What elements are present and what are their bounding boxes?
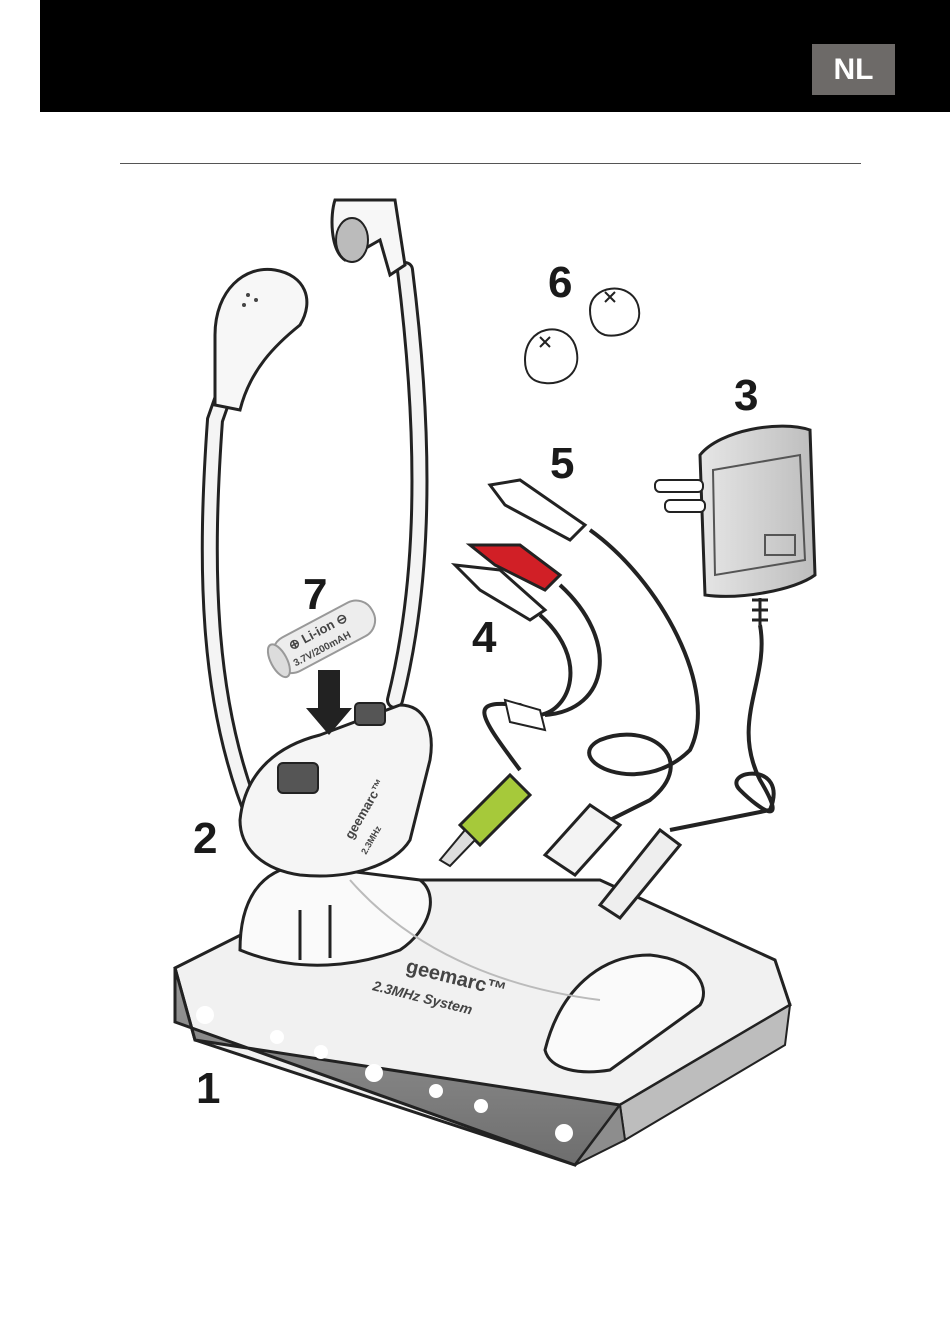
optical-cable [490, 480, 698, 875]
callout-1: 1 [196, 1064, 220, 1113]
base-station: geemarc™ 2.3MHz System [175, 865, 790, 1165]
callout-4: 4 [472, 613, 497, 662]
spare-ear-tips [525, 289, 639, 384]
callout-2: 2 [193, 814, 217, 863]
callout-7: 7 [303, 570, 327, 619]
power-adapter [600, 426, 815, 918]
callout-5: 5 [550, 439, 574, 488]
callout-3: 3 [734, 371, 758, 420]
callout-6: 6 [548, 258, 572, 307]
stethoscope-headset: geemarc™ 2.3MHz [210, 200, 431, 876]
rca-audio-cable [440, 545, 600, 866]
